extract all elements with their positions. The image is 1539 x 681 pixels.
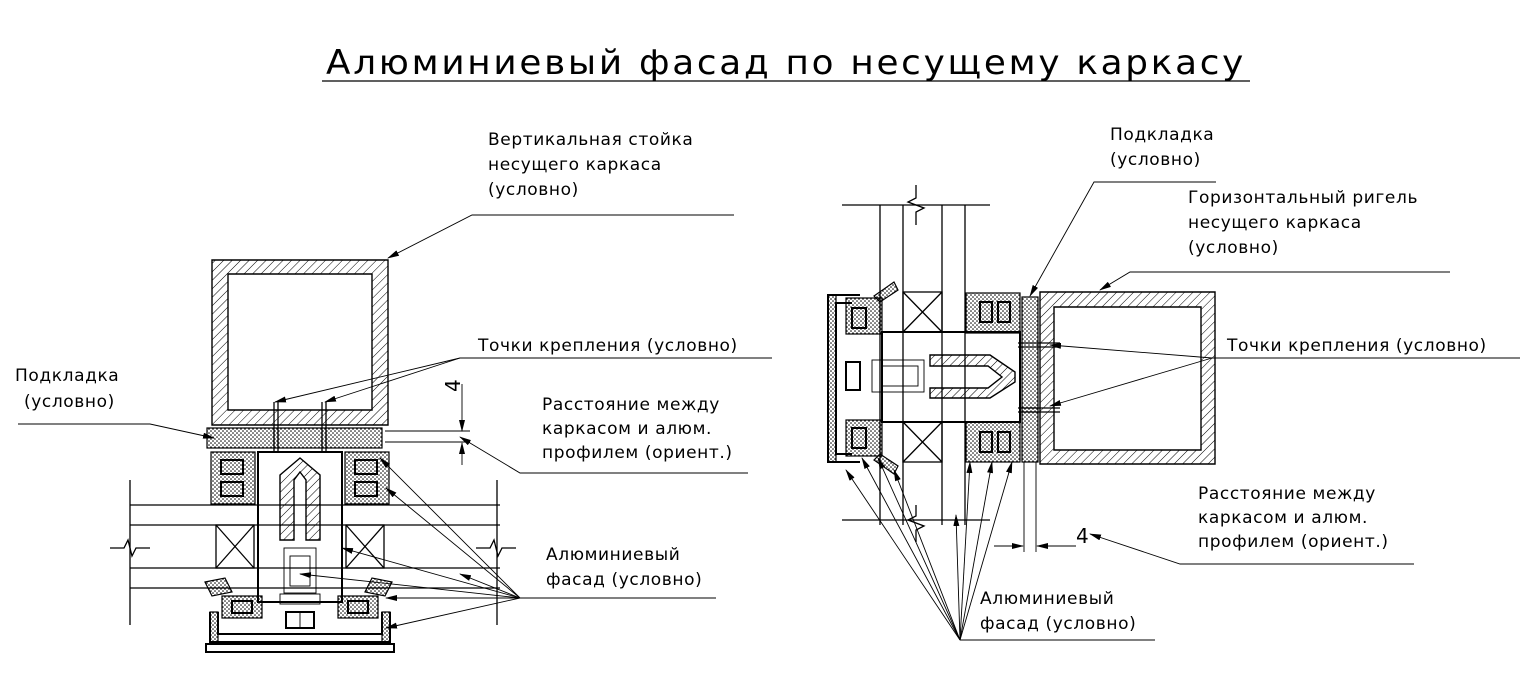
right-gap-dim: 4 (1076, 524, 1089, 548)
beam-tube (1039, 291, 1216, 465)
beam-shim (1021, 296, 1039, 463)
post-tube (211, 259, 389, 426)
profile-insert (279, 457, 321, 541)
right-shim-label: Подкладка (условно) (1110, 125, 1220, 170)
left-gap-dim: 4 (441, 379, 465, 392)
profile-insert-right (929, 354, 1016, 399)
left-detail: 4 Вертикальная стойка несущего каркаса (… (15, 130, 772, 653)
right-detail: 4 Подкладка (условно) Горизонтальный риг… (827, 125, 1520, 641)
right-fix-label: Точки крепления (условно) (1226, 336, 1487, 356)
post-shim (206, 427, 383, 449)
left-post-label: Вертикальная стойка несущего каркаса (ус… (488, 130, 699, 200)
drawing-title: Алюминиевый фасад по несущему каркасу (326, 43, 1246, 83)
alu-profile (257, 451, 343, 603)
left-gap-label: Расстояние между каркасом и алюм. профил… (542, 395, 733, 463)
left-shim-label: Подкладка (условно) (15, 366, 125, 412)
right-beam-label: Горизонтальный ригель несущего каркаса (… (1188, 188, 1424, 258)
right-gap-label: Расстояние между каркасом и алюм. профил… (1198, 484, 1389, 552)
right-facade-label: Алюминиевый фасад (условно) (980, 589, 1136, 634)
left-fix-label: Точки крепления (условно) (477, 336, 738, 356)
left-facade-label: Алюминиевый фасад (условно) (546, 545, 702, 590)
